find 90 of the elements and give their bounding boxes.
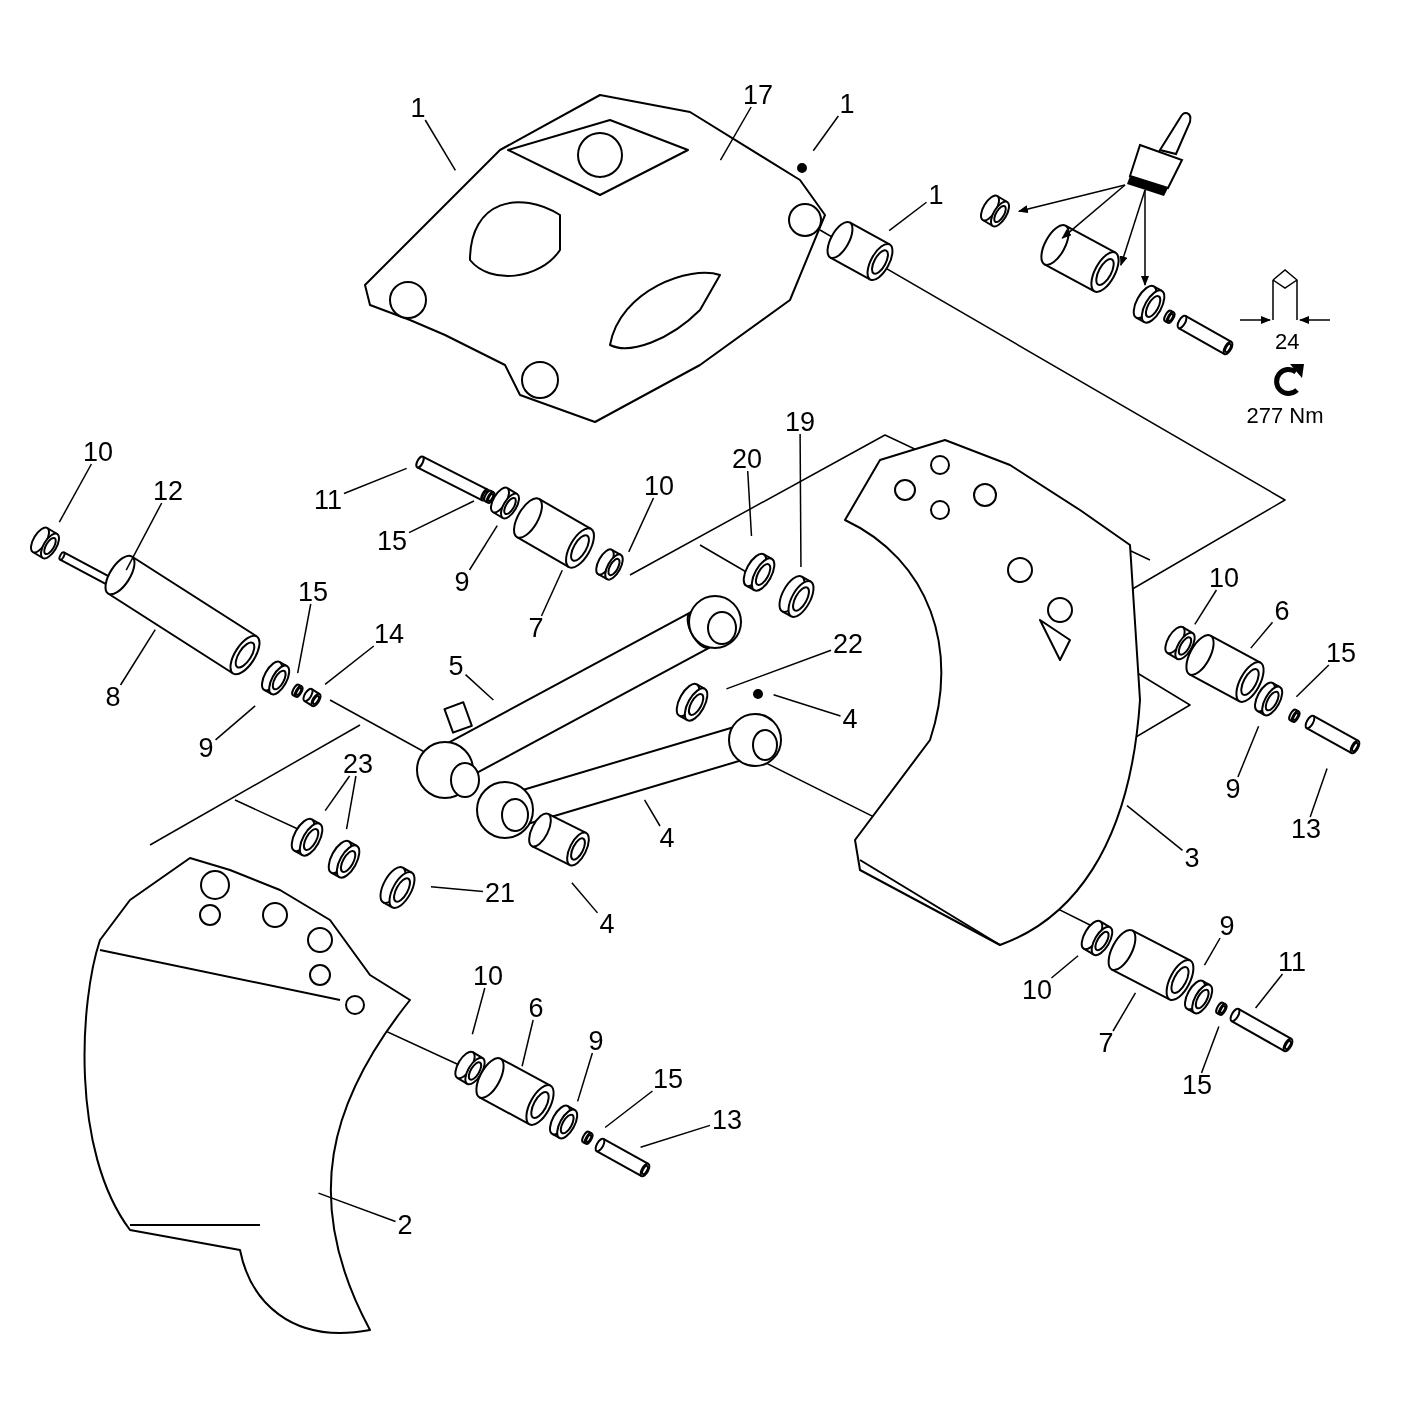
leader-line xyxy=(1250,621,1274,649)
leader-line xyxy=(408,500,475,534)
callout-number: 10 xyxy=(644,472,675,500)
callout-number: 21 xyxy=(485,879,516,907)
leader-line xyxy=(430,886,484,893)
callout-number: 6 xyxy=(1274,597,1290,625)
callout-number: 9 xyxy=(588,1027,604,1055)
callout-number: 1 xyxy=(410,94,426,122)
paintbrush-icon xyxy=(1127,112,1192,196)
leader-line xyxy=(119,628,156,686)
callout-number: 1 xyxy=(928,181,944,209)
callout-number: 10 xyxy=(1209,564,1240,592)
leader-line xyxy=(604,1090,654,1129)
leader-line xyxy=(1112,992,1137,1032)
callout-number: 17 xyxy=(743,81,774,109)
callout-number: 22 xyxy=(833,630,864,658)
leader-line xyxy=(643,799,661,827)
arrow xyxy=(1141,189,1149,286)
leader-line xyxy=(125,502,163,571)
callout-number: 6 xyxy=(528,994,544,1022)
callout-number: 13 xyxy=(1291,815,1322,843)
leader-line xyxy=(296,603,312,674)
leader-line xyxy=(468,524,498,571)
callout-number: 4 xyxy=(599,910,615,938)
leader-line xyxy=(317,1192,397,1223)
leader-line xyxy=(324,775,351,812)
callout-number: 19 xyxy=(785,408,816,436)
leader-line xyxy=(799,433,802,568)
callout-number: 15 xyxy=(653,1065,684,1093)
leader-line xyxy=(424,119,457,172)
callout-number: 12 xyxy=(153,477,184,505)
callout-number: 11 xyxy=(314,486,343,514)
leader-line xyxy=(576,1052,594,1103)
leader-line xyxy=(571,882,599,914)
leader-line xyxy=(214,705,256,741)
leader-line xyxy=(1194,589,1218,626)
callout-number: 15 xyxy=(1326,639,1357,667)
callout-number: 4 xyxy=(659,824,675,852)
leader-line xyxy=(888,201,928,232)
leader-line xyxy=(471,987,486,1036)
callout-number: 15 xyxy=(298,578,329,606)
callout-number: 13 xyxy=(712,1106,743,1134)
leader-line xyxy=(540,569,564,617)
callout-number: 11 xyxy=(1278,948,1307,976)
arrow xyxy=(1119,189,1146,267)
leader-line xyxy=(1126,804,1184,852)
callout-number: 10 xyxy=(83,438,114,466)
callout-number: 23 xyxy=(343,750,374,778)
leader-line xyxy=(719,106,752,161)
callout-number: 9 xyxy=(454,568,470,596)
leader-line xyxy=(345,775,357,830)
callout-number: 15 xyxy=(377,527,408,555)
leader-line xyxy=(725,649,832,690)
leader-line xyxy=(1203,937,1221,966)
callout-number: 9 xyxy=(198,734,214,762)
leader-line xyxy=(1254,973,1284,1009)
leader-line xyxy=(1237,725,1260,778)
callout-number: 14 xyxy=(374,620,405,648)
callout-number: 3 xyxy=(1184,844,1200,872)
callout-number: 9 xyxy=(1225,775,1241,803)
leader-line xyxy=(772,693,842,717)
leader-line xyxy=(1050,955,1079,979)
leader-line xyxy=(812,115,840,152)
leader-line xyxy=(639,1124,711,1149)
callout-number: 8 xyxy=(105,683,121,711)
callout-number: 7 xyxy=(528,614,544,642)
callout-number: 10 xyxy=(473,962,504,990)
callout-number: 1 xyxy=(839,90,855,118)
dimension-label: 24 xyxy=(1275,330,1300,354)
leader-line xyxy=(1309,767,1328,818)
callout-number: 7 xyxy=(1098,1029,1114,1057)
torque-value: 277 Nm xyxy=(1246,404,1324,428)
callout-number: 2 xyxy=(397,1211,413,1239)
callout-number: 10 xyxy=(1022,976,1053,1004)
arrow xyxy=(1061,184,1126,239)
arrow xyxy=(1017,184,1126,213)
leader-line xyxy=(343,467,408,495)
callout-number: 15 xyxy=(1182,1071,1213,1099)
leader-line xyxy=(1200,1025,1220,1074)
leader-line xyxy=(746,470,753,537)
callout-number: 9 xyxy=(1219,912,1235,940)
leader-line xyxy=(628,497,655,553)
callout-number: 5 xyxy=(448,652,464,680)
leader-line xyxy=(521,1019,534,1067)
leader-line xyxy=(58,463,93,523)
leader-line xyxy=(464,673,495,701)
callout-number: 4 xyxy=(842,705,858,733)
leader-line xyxy=(1295,664,1330,698)
leader-line xyxy=(324,645,375,686)
callout-number: 20 xyxy=(732,445,763,473)
